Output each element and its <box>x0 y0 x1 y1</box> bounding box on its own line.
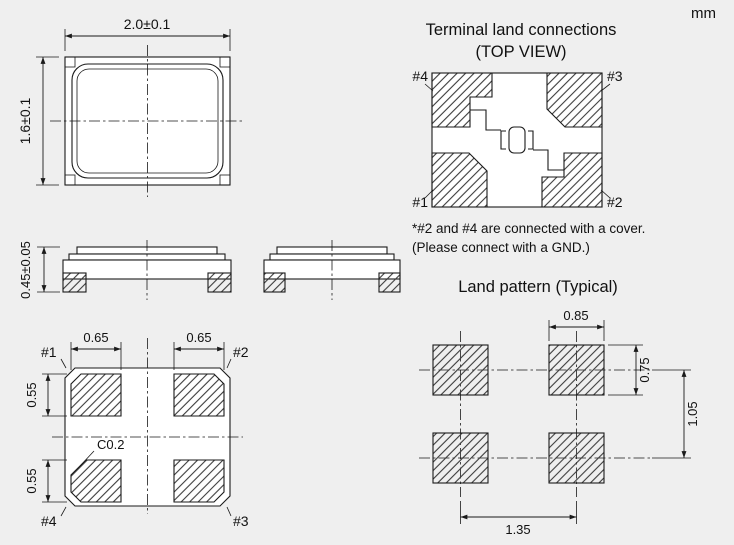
terminal <box>378 272 401 293</box>
dim-pad-width-left-label: 0.65 <box>83 330 108 345</box>
pad-2 <box>173 373 225 417</box>
dim-land-width-label: 0.85 <box>563 308 588 323</box>
land-pad <box>548 432 605 484</box>
dim-pad-height-top-label: 0.55 <box>24 382 39 407</box>
dim-pitch-horizontal-label: 1.35 <box>505 522 530 537</box>
leader-line <box>60 506 67 517</box>
top-view: 2.0±0.1 1.6±0.1 <box>17 16 245 197</box>
pad-3 <box>546 72 603 128</box>
pad3-label: #3 <box>607 68 623 84</box>
pad2-label: #2 <box>233 344 249 360</box>
dim-pitch-vertical-label: 1.05 <box>685 401 700 426</box>
terminal-land-view: Terminal land connections (TOP VIEW) #4 … <box>412 21 645 255</box>
crystal-symbol <box>508 126 526 154</box>
side-view-side <box>263 240 401 300</box>
leader-line <box>424 83 434 92</box>
dim-pad-width-right-label: 0.65 <box>186 330 211 345</box>
dim-pitch-vertical: 1.05 <box>652 369 700 459</box>
dim-land-height-label: 0.75 <box>637 357 652 382</box>
dim-pitch-horizontal: 1.35 <box>460 501 577 537</box>
side-view-front <box>62 240 232 300</box>
dim-package-thickness: 0.45±0.05 <box>18 241 60 299</box>
crystal-electrode <box>528 130 534 150</box>
leader-line <box>226 506 232 517</box>
pad-4 <box>431 72 493 128</box>
corner-castellation <box>64 56 76 68</box>
dim-package-height: 1.6±0.1 <box>17 56 59 186</box>
dim-pad-width-right: 0.65 <box>173 330 225 370</box>
corner-castellation <box>64 174 76 186</box>
pad-2 <box>541 152 603 208</box>
land-pattern-title: Land pattern (Typical) <box>458 278 618 296</box>
leader-line <box>79 450 95 467</box>
dim-package-width-label: 2.0±0.1 <box>124 16 171 32</box>
land-pad <box>432 432 489 484</box>
crystal-electrode <box>500 130 506 150</box>
pad1-label: #1 <box>412 194 428 210</box>
pad-1 <box>431 152 488 208</box>
chamfer-callout: C0.2 <box>79 437 124 467</box>
pad4-label: #4 <box>41 513 57 529</box>
land-pattern-view: Land pattern (Typical) 0.85 0.75 1.05 <box>419 278 700 537</box>
dim-pad-width-left: 0.65 <box>70 330 122 370</box>
pad2-label: #2 <box>607 194 623 210</box>
dim-land-width: 0.85 <box>548 308 605 341</box>
corner-castellation <box>219 56 231 68</box>
pad3-label: #3 <box>233 513 249 529</box>
pad-4 <box>70 459 122 503</box>
electrode-trace <box>533 149 564 171</box>
pad-1 <box>70 373 122 417</box>
leader-line <box>60 358 67 369</box>
terminal <box>207 272 232 293</box>
land-pad <box>432 344 489 396</box>
dim-pad-height-top: 0.55 <box>24 373 67 417</box>
terminal <box>62 272 87 293</box>
dim-pad-height-bottom: 0.55 <box>24 459 67 503</box>
terminal-land-title: Terminal land connections <box>426 21 617 39</box>
dim-pad-height-bottom-label: 0.55 <box>24 468 39 493</box>
dim-package-height-label: 1.6±0.1 <box>17 97 33 144</box>
pad4-label: #4 <box>412 68 428 84</box>
pad1-label: #1 <box>41 344 57 360</box>
bottom-view: 0.65 0.65 0.55 0.55 C0.2 #1 #2 #4 <box>24 330 249 529</box>
leader-line <box>226 358 232 369</box>
leader-line <box>600 83 611 92</box>
dim-package-thickness-label: 0.45±0.05 <box>18 241 33 299</box>
pad-3 <box>173 459 225 503</box>
dim-land-height: 0.75 <box>608 344 652 396</box>
corner-castellation <box>219 174 231 186</box>
leader-line <box>424 189 434 199</box>
terminal-land-note-line2: (Please connect with a GND.) <box>412 240 590 255</box>
dim-package-width: 2.0±0.1 <box>64 16 231 51</box>
electrode-trace <box>470 109 501 131</box>
terminal-land-subtitle: (TOP VIEW) <box>475 43 566 61</box>
leader-line <box>600 189 611 199</box>
chamfer-label: C0.2 <box>97 437 124 452</box>
terminal-land-note-line1: *#2 and #4 are connected with a cover. <box>412 221 645 236</box>
terminal <box>263 272 286 293</box>
unit-label: mm <box>691 5 716 22</box>
land-pad <box>548 344 605 396</box>
